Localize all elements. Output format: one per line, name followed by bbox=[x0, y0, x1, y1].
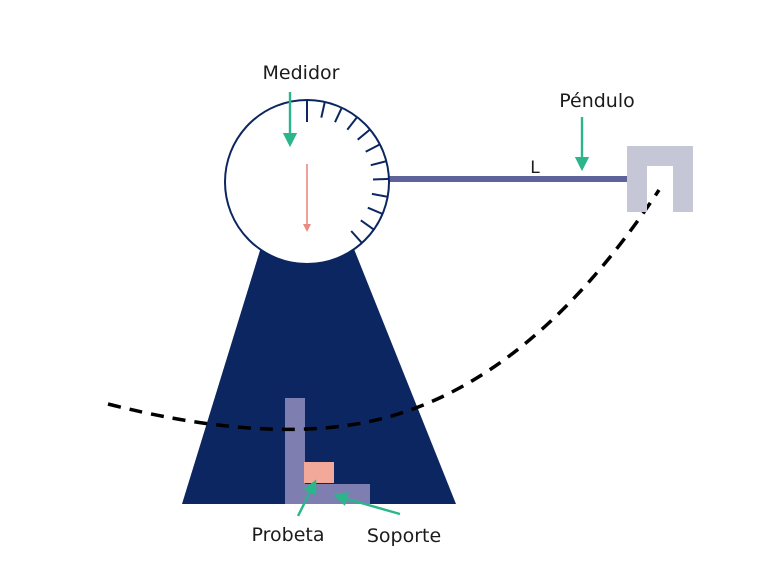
swing-path bbox=[107, 189, 661, 432]
dial-tick bbox=[360, 219, 375, 231]
dial-tick bbox=[334, 107, 343, 123]
dial-ticks bbox=[306, 100, 389, 244]
soporte-arrow bbox=[333, 492, 401, 516]
pendulum-head bbox=[627, 146, 693, 212]
dial bbox=[224, 99, 390, 265]
support-vertical bbox=[285, 398, 305, 504]
soporte-label: Soporte bbox=[367, 525, 441, 547]
specimen bbox=[304, 462, 334, 483]
dial-tick bbox=[367, 206, 383, 215]
dial-tick bbox=[372, 177, 389, 181]
dial-tick bbox=[346, 116, 358, 131]
dial-tick bbox=[357, 128, 371, 141]
dial-tick bbox=[320, 101, 326, 118]
medidor-label: Medidor bbox=[263, 62, 340, 84]
pendulum-arm bbox=[387, 176, 631, 182]
pendulo-label: Péndulo bbox=[559, 90, 635, 112]
dial-tick bbox=[371, 192, 388, 198]
dial-tick bbox=[365, 143, 381, 153]
dial-tick bbox=[370, 160, 387, 167]
probeta-arrow bbox=[296, 479, 317, 517]
machine-base bbox=[182, 244, 456, 504]
probeta-label: Probeta bbox=[252, 524, 325, 546]
arm-length-label: L bbox=[530, 158, 540, 178]
dial-tick bbox=[350, 230, 363, 244]
